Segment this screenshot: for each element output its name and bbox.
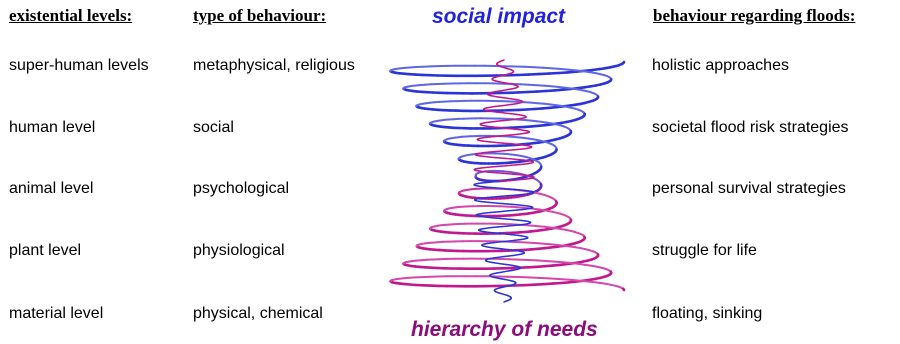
spiral-segment (537, 72, 551, 76)
spiral-segment (551, 67, 563, 70)
spiral-segment (408, 66, 417, 69)
level-human: human level (9, 119, 96, 136)
spiral-segment (582, 70, 591, 74)
hierarchy-of-needs-label: hierarchy of needs (411, 318, 598, 341)
spiral-segment (557, 278, 569, 281)
social-impact-label: social impact (432, 5, 566, 28)
spiral-segment (622, 287, 626, 292)
spiral-segment (547, 71, 560, 75)
flood-personal-survival: personal survival strategies (652, 180, 846, 197)
spiral-segment (584, 280, 594, 283)
spiral-segment (542, 66, 554, 70)
spiral-segment (535, 264, 547, 269)
behaviour-physical: physical, chemical (193, 305, 323, 322)
spiral-segment (544, 260, 556, 263)
inner-spiral-segment (503, 149, 510, 152)
spiral-segment (553, 88, 565, 92)
spiral-segment (565, 86, 574, 90)
spiral-segment (556, 243, 565, 247)
spiral-segment (533, 242, 544, 245)
spiral-segment (559, 281, 571, 285)
spiral-segment (557, 71, 570, 75)
flood-holistic: holistic approaches (652, 57, 789, 74)
behaviour-physiological: physiological (193, 242, 285, 259)
spiral-segment (568, 68, 578, 72)
header-existential-levels: existential levels: (9, 6, 133, 25)
spiral-segment (583, 263, 592, 267)
spiral-segment (544, 84, 554, 88)
spiral-segment (522, 101, 532, 104)
flood-floating: floating, sinking (652, 305, 763, 322)
spiral-segment (527, 276, 540, 279)
spiral-segment (569, 262, 579, 265)
spiral-graphic (389, 59, 626, 303)
behaviour-social: social (193, 119, 234, 136)
spiral-segment (533, 282, 545, 286)
header-behaviour-floods: behaviour regarding floods: (653, 6, 856, 25)
spiral-segment (566, 278, 578, 282)
spiral-segment (541, 242, 551, 246)
spiral-segment (562, 244, 572, 248)
spiral-segment (576, 262, 586, 266)
spiral-segment (544, 89, 556, 93)
spiral-segment (523, 65, 536, 69)
spiral-segment (536, 84, 547, 87)
spiral-segment (598, 281, 607, 285)
spiral-segment (525, 241, 536, 244)
spiral-segment (537, 276, 550, 280)
flood-struggle: struggle for life (652, 242, 757, 259)
spiral-segment (527, 72, 540, 76)
spiral-segment (561, 261, 572, 264)
spiral-segment (530, 224, 540, 228)
spiral-segment (529, 101, 539, 105)
spiral-segment (543, 225, 552, 229)
spiral-segment (566, 70, 578, 74)
spiral-segment (523, 283, 536, 287)
level-super-human: super-human levels (9, 57, 149, 74)
spiral-segment (535, 89, 548, 93)
spiral-segment (542, 282, 554, 286)
spiral-segment (548, 243, 559, 246)
spiral-segment (533, 107, 544, 111)
header-type-of-behaviour: type of behaviour: (193, 6, 327, 25)
spiral-segment (553, 260, 564, 264)
spiral-segment (533, 66, 545, 69)
spiral-segment (543, 102, 552, 106)
spiral-segment (547, 277, 560, 280)
spiral-segment (527, 265, 539, 269)
spiral-segment (560, 68, 571, 71)
spiral-segment (551, 281, 563, 285)
flood-societal: societal flood risk strategies (652, 119, 849, 136)
behaviour-psychological: psychological (193, 180, 290, 197)
level-plant: plant level (9, 242, 82, 259)
spiral-segment (527, 83, 539, 87)
level-material: material level (9, 305, 104, 322)
spiral-segment (575, 279, 586, 283)
spiral-segment (523, 224, 533, 227)
spiral-segment (575, 69, 585, 73)
spiral-segment (558, 86, 568, 89)
spiral-segment (551, 85, 561, 89)
spiral-segment (537, 225, 546, 228)
spiral-segment (591, 281, 601, 284)
behaviour-metaphysical: metaphysical, religious (193, 57, 355, 74)
spiral-segment (536, 259, 547, 262)
inner-spiral-segment (503, 210, 510, 213)
spiral-segment (525, 107, 536, 111)
level-animal: animal level (9, 180, 94, 197)
spiral-segment (536, 102, 546, 105)
